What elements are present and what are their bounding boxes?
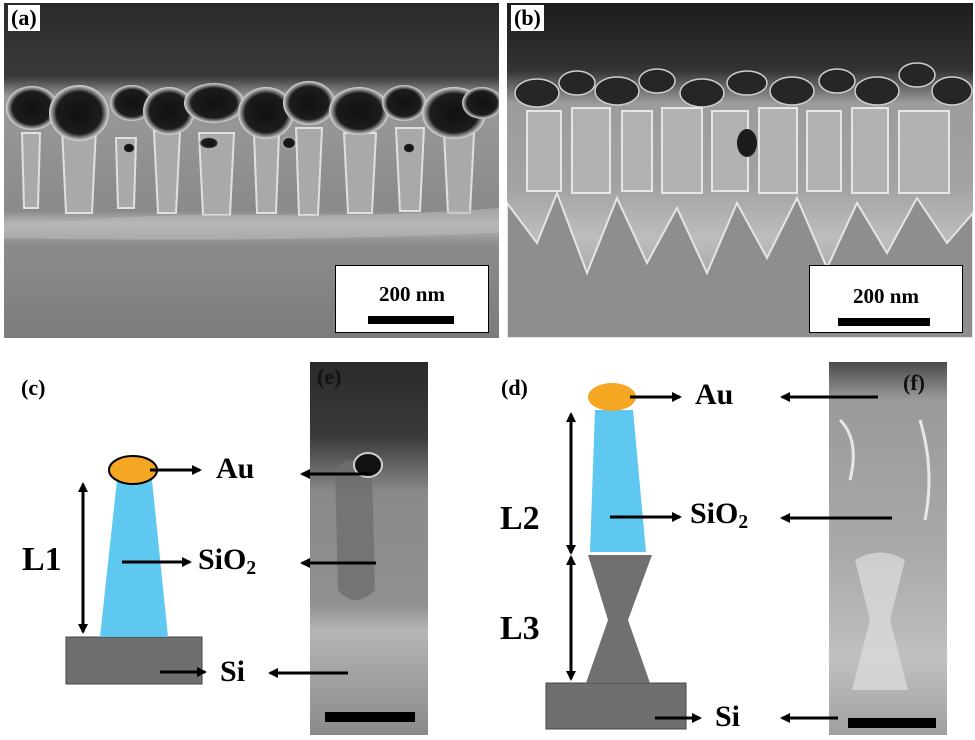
- l2-label: L2: [500, 500, 540, 537]
- scale-bar-a: [368, 316, 454, 324]
- sio2-column-d: [590, 410, 646, 552]
- au-label-c: Au: [216, 452, 255, 485]
- scale-bar-box-a: 200 nm: [335, 265, 489, 333]
- sio2-subscript-d: 2: [738, 511, 749, 533]
- sio2-subscript-c: 2: [246, 557, 257, 579]
- si-substrate-d: [545, 682, 687, 730]
- l1-label: L1: [22, 541, 62, 578]
- au-particle-c: [108, 455, 158, 485]
- sio2-label-d: SiO2: [690, 497, 749, 533]
- panel-label-d: (d): [498, 375, 531, 401]
- scale-bar-b: [838, 318, 930, 326]
- panel-label-a: (a): [8, 5, 40, 31]
- l3-label: L3: [500, 610, 540, 647]
- scale-bar-box-b: 200 nm: [809, 265, 963, 333]
- si-substrate-c: [65, 636, 203, 685]
- panel-label-e: (e): [317, 364, 342, 389]
- sem-strip-e: [310, 362, 428, 735]
- sio2-label-c: SiO2: [198, 543, 257, 579]
- si-neck-d: [586, 555, 652, 683]
- au-label-d: Au: [695, 378, 734, 411]
- si-label-c: Si: [220, 655, 246, 688]
- au-particle-d: [588, 383, 636, 411]
- si-label-d: Si: [715, 700, 741, 733]
- sem-strip-f: [829, 362, 947, 735]
- scale-bar-label-b: 200 nm: [853, 284, 919, 308]
- panel-label-b: (b): [511, 5, 544, 31]
- sio2-column-c: [100, 480, 168, 637]
- scale-bar-label-a: 200 nm: [379, 282, 445, 306]
- sem-image-b: (b) 200 nm: [507, 3, 973, 338]
- panel-label-f: (f): [903, 370, 925, 395]
- panel-label-c: (c): [18, 375, 49, 401]
- sem-image-a: (a) 200 nm: [4, 3, 499, 338]
- sem-a-graphic: [4, 3, 499, 338]
